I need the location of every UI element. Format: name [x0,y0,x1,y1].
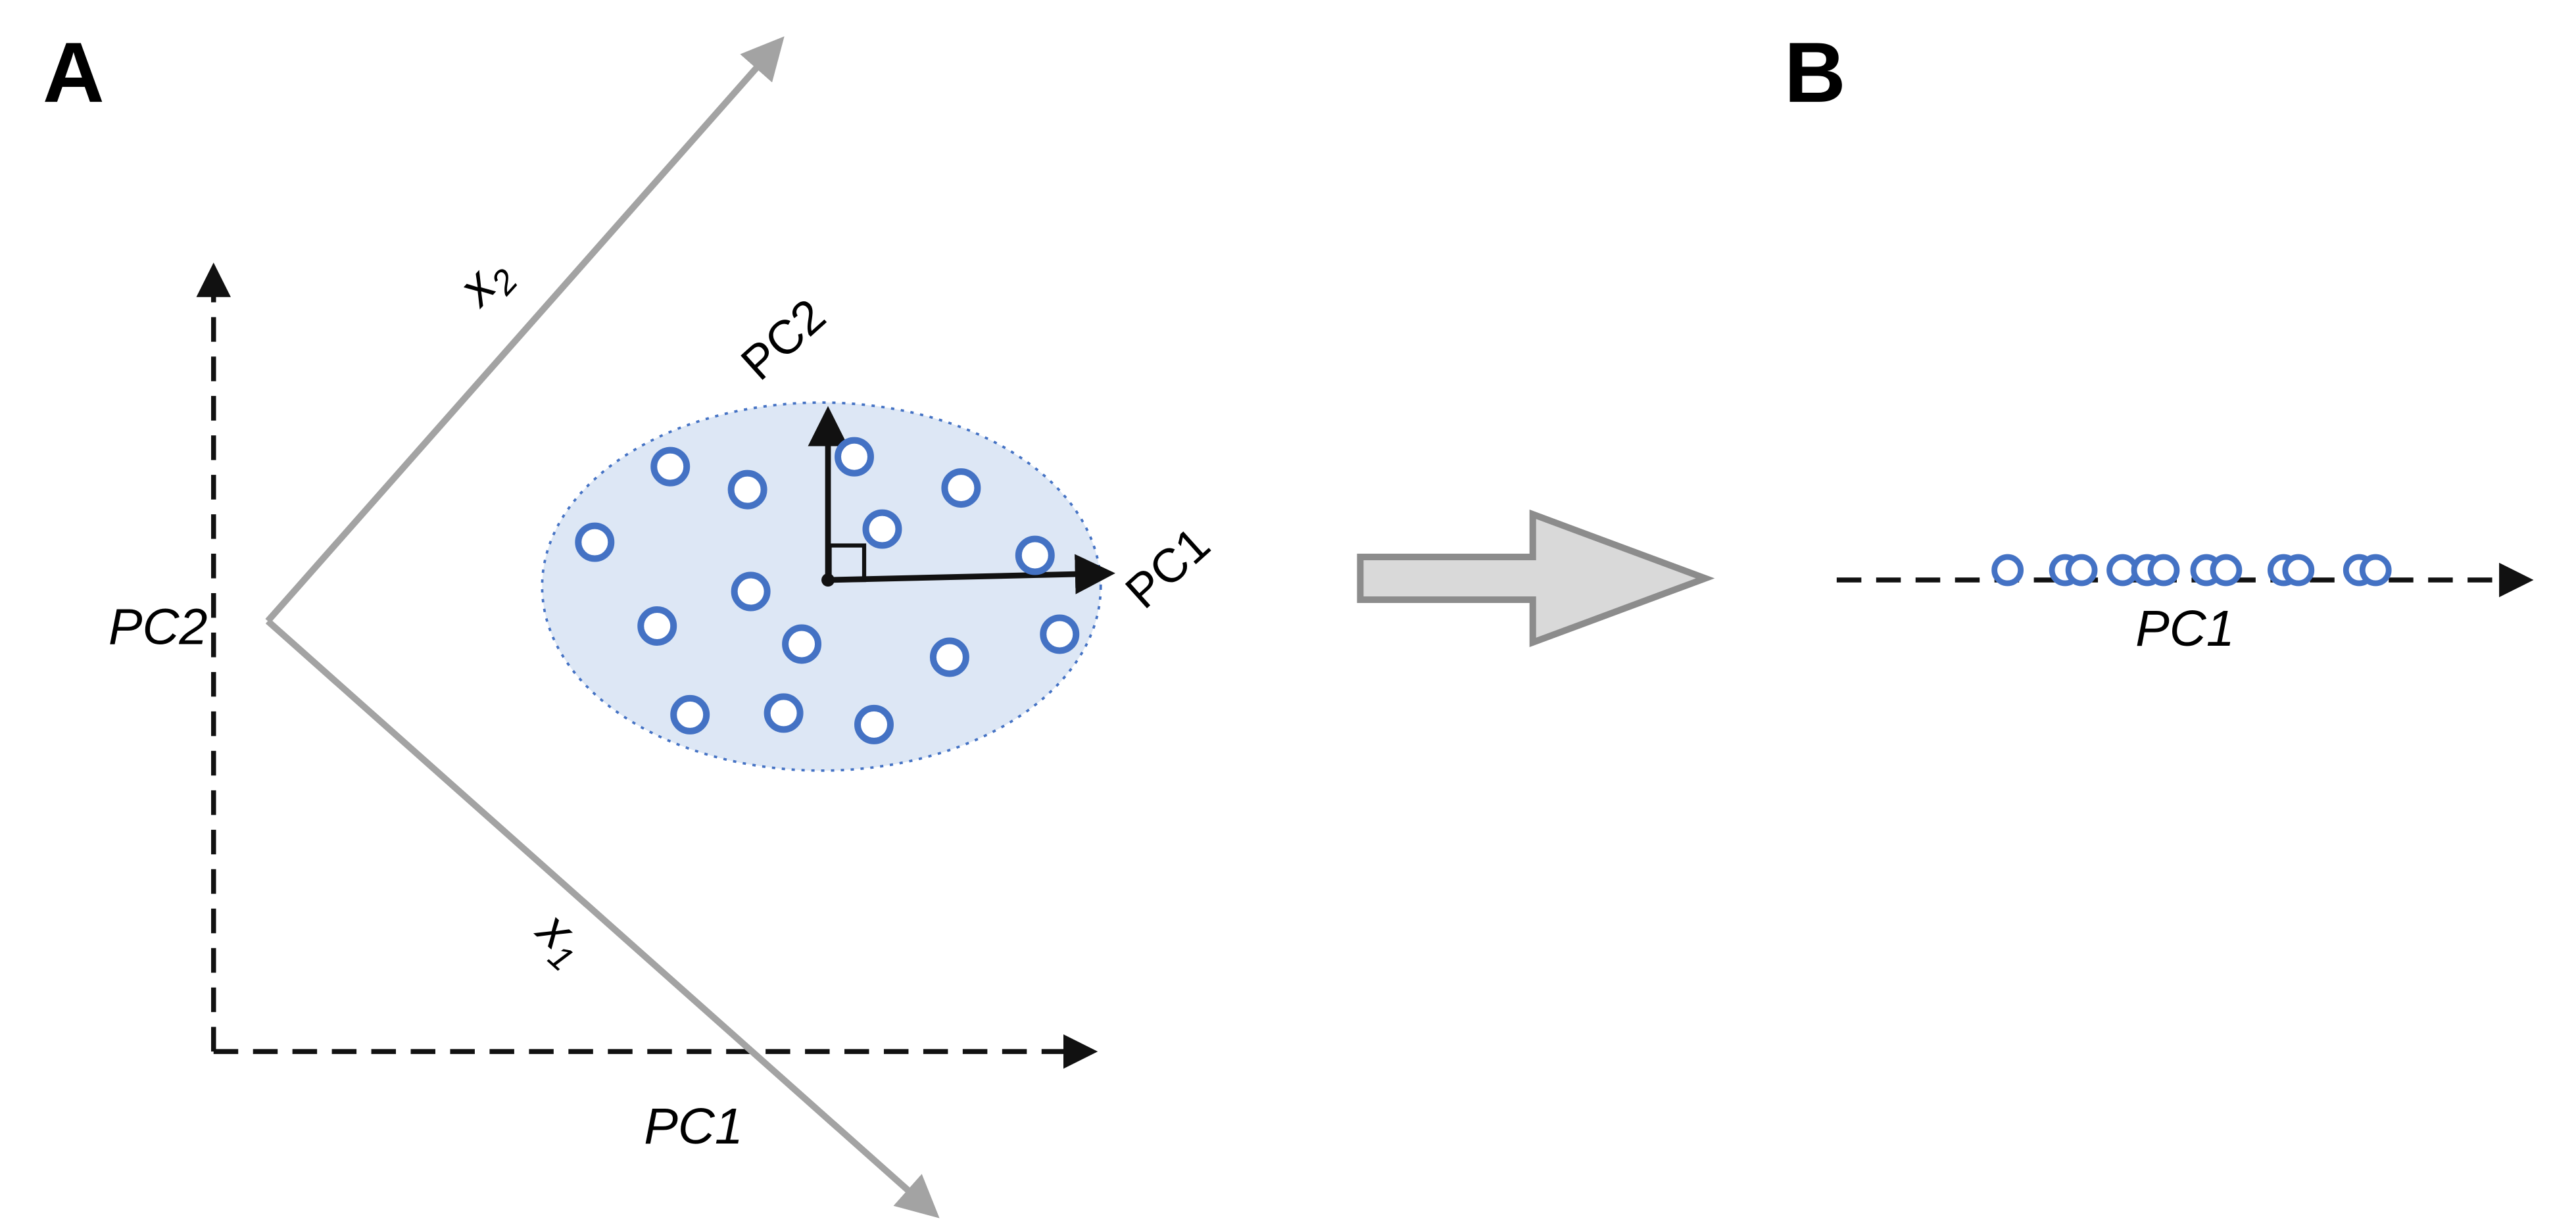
feature-x2-label: x2 [446,245,525,323]
data-point [941,468,981,508]
data-point [2065,554,2098,587]
data-point [2210,554,2243,587]
data-point [731,571,771,612]
data-point [650,446,691,487]
panel-b-label: B [1784,24,1846,120]
data-point [2147,554,2180,587]
data-point [835,437,874,477]
data-cloud-ellipse [541,401,1102,772]
data-point [1991,554,2024,587]
transform-arrow [1357,509,1715,648]
panel-a-label: A [43,24,105,120]
feature-axis-x2 [265,36,785,623]
data-point [637,606,677,646]
data-point [929,637,969,677]
data-point [727,470,767,510]
data-point [670,694,710,735]
panel-a-dashed-axes: PC2 PC1 [109,262,1098,1155]
data-point [2282,554,2315,587]
pc1-arrow-label: PC1 [1115,517,1220,619]
data-point [575,522,615,562]
panel-b: PC1 [1836,554,2534,657]
data-point [862,509,902,549]
pc2-axis-label: PC2 [109,598,208,655]
data-point [854,704,894,744]
data-point [764,693,804,733]
data-point [1040,614,1080,654]
feature-axis-x1 [265,618,940,1218]
panel-a-points [575,437,1080,744]
origin-dot [821,573,835,587]
pc1-axis-label: PC1 [644,1098,743,1155]
data-point [2359,554,2392,587]
data-point [1015,535,1055,575]
panel-b-points [1991,554,2392,587]
data-point [782,624,822,664]
panel-b-pc1-label: PC1 [2135,600,2235,657]
pc2-arrow-label: PC2 [731,289,836,391]
pc1-arrow [827,554,1115,594]
feature-x1-label: x1 [520,899,598,978]
